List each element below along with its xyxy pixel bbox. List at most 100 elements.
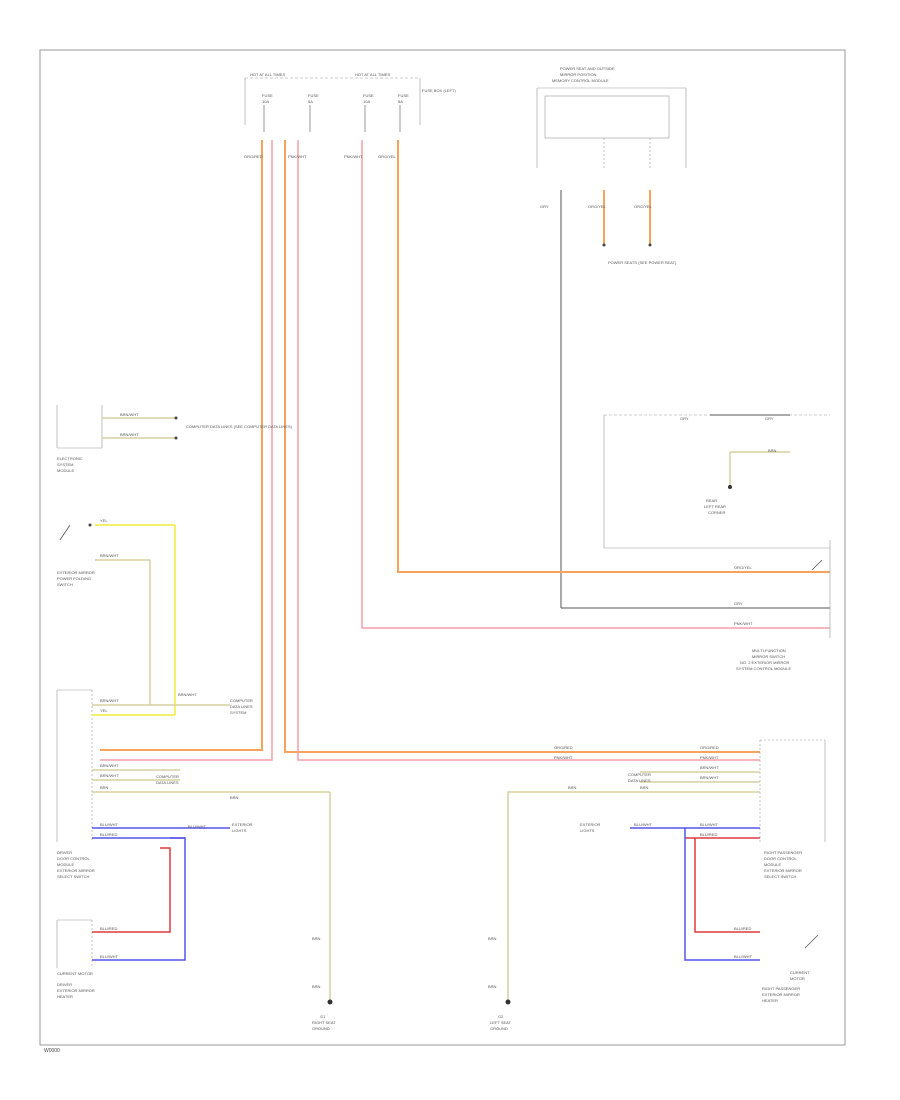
- svg-text:DOOR CONTROL: DOOR CONTROL: [57, 856, 90, 861]
- svg-text:POWER FOLDING: POWER FOLDING: [57, 576, 91, 581]
- svg-text:MULTI-FUNCTION: MULTI-FUNCTION: [752, 648, 786, 653]
- svg-text:BRN: BRN: [640, 785, 649, 790]
- svg-text:ORG/RED: ORG/RED: [700, 745, 719, 750]
- svg-text:FUSE: FUSE: [398, 93, 409, 98]
- svg-text:BRN: BRN: [488, 984, 497, 989]
- svg-text:BLU/RED: BLU/RED: [700, 832, 717, 837]
- svg-text:EXTERIOR MIRROR: EXTERIOR MIRROR: [57, 988, 95, 993]
- svg-text:BRN: BRN: [568, 785, 577, 790]
- electronic-note: COMPUTER DATA LINES (SEE COMPUTER DATA L…: [186, 424, 293, 429]
- svg-text:GROUND: GROUND: [490, 1026, 508, 1031]
- diagram-frame: [39, 49, 846, 1046]
- svg-text:ORG/YEL: ORG/YEL: [734, 565, 753, 570]
- svg-text:BLU/WHT: BLU/WHT: [100, 954, 119, 959]
- svg-text:BRN: BRN: [488, 936, 497, 941]
- svg-text:CURRENT: CURRENT: [57, 971, 77, 976]
- svg-text:LEFT SEAT: LEFT SEAT: [490, 1020, 512, 1025]
- svg-text:BLU/RED: BLU/RED: [100, 926, 117, 931]
- svg-text:RIGHT PASSENGER: RIGHT PASSENGER: [764, 850, 802, 855]
- page-id: W0000: [44, 1048, 60, 1054]
- svg-text:BRN/WHT: BRN/WHT: [100, 773, 119, 778]
- svg-text:EXTERIOR MIRROR: EXTERIOR MIRROR: [762, 992, 800, 997]
- svg-text:BRN/WHT: BRN/WHT: [700, 765, 719, 770]
- svg-text:COMPUTER: COMPUTER: [230, 698, 253, 703]
- svg-text:BRN: BRN: [768, 448, 777, 453]
- svg-text:BRN/WHT: BRN/WHT: [100, 763, 119, 768]
- svg-text:CURRENT: CURRENT: [790, 970, 810, 975]
- svg-text:MIRROR POSITION: MIRROR POSITION: [560, 72, 597, 77]
- svg-text:BRN: BRN: [312, 984, 321, 989]
- svg-text:GROUND: GROUND: [312, 1026, 330, 1031]
- left-mirror-heater-wires: BLU/RED BLU/WHT: [92, 837, 186, 961]
- svg-text:5A: 5A: [308, 99, 313, 104]
- svg-text:BLU/RED: BLU/RED: [734, 926, 751, 931]
- svg-text:MODULE: MODULE: [57, 862, 74, 867]
- svg-text:ORG/YEL: ORG/YEL: [634, 204, 653, 209]
- svg-text:POWER SEAT AND OUTSIDE: POWER SEAT AND OUTSIDE: [560, 66, 615, 71]
- svg-text:GRY: GRY: [680, 416, 689, 421]
- svg-text:PNK/WHT: PNK/WHT: [288, 154, 307, 159]
- svg-text:BRN/WHT: BRN/WHT: [100, 698, 119, 703]
- left-door-control-module: BRN/WHT YEL BRN/WHT COMPUTER DATA LINES …: [56, 689, 333, 1005]
- memory-module-wires: GRY ORG/YEL ORG/YEL POWER SEATS (SEE POW…: [540, 190, 677, 608]
- svg-text:EXTERIOR MIRROR: EXTERIOR MIRROR: [764, 868, 802, 873]
- svg-text:DRIVER: DRIVER: [57, 982, 72, 987]
- svg-text:10A: 10A: [363, 99, 370, 104]
- svg-text:EXTERIOR MIRROR: EXTERIOR MIRROR: [57, 570, 95, 575]
- svg-text:BRN/WHT: BRN/WHT: [700, 775, 719, 780]
- svg-text:YEL: YEL: [100, 708, 108, 713]
- svg-text:BRN: BRN: [100, 785, 109, 790]
- svg-text:GRY: GRY: [540, 204, 549, 209]
- svg-text:EXTERIOR MIRROR: EXTERIOR MIRROR: [57, 868, 95, 873]
- svg-text:EXTERIOR: EXTERIOR: [232, 822, 253, 827]
- svg-text:GRY: GRY: [765, 416, 774, 421]
- folding-switch: YEL BRN/WHT EXTERIOR MIRROR POWER FOLDIN…: [57, 518, 176, 715]
- svg-text:BRN/WHT: BRN/WHT: [178, 692, 197, 697]
- svg-text:SWITCH: SWITCH: [57, 582, 73, 587]
- svg-text:BRN: BRN: [312, 936, 321, 941]
- svg-text:LEFT REAR: LEFT REAR: [704, 504, 726, 509]
- svg-text:BLU/RED: BLU/RED: [100, 832, 117, 837]
- svg-text:G2: G2: [498, 1014, 504, 1019]
- svg-text:YEL: YEL: [100, 518, 108, 523]
- svg-text:COMPUTER: COMPUTER: [156, 774, 179, 779]
- svg-text:RIGHT PASSENGER: RIGHT PASSENGER: [762, 986, 800, 991]
- svg-text:PNK/WHT: PNK/WHT: [734, 621, 753, 626]
- svg-text:RIGHT SEAT: RIGHT SEAT: [312, 1020, 336, 1025]
- right-mirror-heater-wires: BLU/RED BLU/WHT: [684, 828, 760, 961]
- svg-text:MEMORY CONTROL MODULE: MEMORY CONTROL MODULE: [552, 78, 609, 83]
- fuse-block-label-b: HOT AT ALL TIMES: [355, 72, 390, 77]
- svg-text:SYSTEM CONTROL MODULE: SYSTEM CONTROL MODULE: [736, 666, 792, 671]
- fuse-4: FUSE 5A: [398, 93, 409, 132]
- ground-left: BRN BRN G1 RIGHT SEAT GROUND: [312, 936, 336, 1031]
- svg-text:SELECT SWITCH: SELECT SWITCH: [764, 874, 796, 879]
- power-wires: ORG/RED PNK/WHT PNK/WHT ORG/YEL: [100, 140, 830, 761]
- right-door-control-module: ORG/RED PNK/WHT ORG/RED PNK/WHT BRN/WHT …: [505, 739, 826, 1005]
- svg-text:BRN/WHT: BRN/WHT: [120, 412, 139, 417]
- svg-text:BRN/WHT: BRN/WHT: [100, 553, 119, 558]
- svg-text:ORG/YEL: ORG/YEL: [378, 154, 397, 159]
- svg-text:BLU/WHT: BLU/WHT: [700, 822, 719, 827]
- svg-text:MODULE: MODULE: [764, 862, 781, 867]
- rear-ground-box: GRY GRY BRN REAR LEFT REAR CORNER: [603, 414, 830, 549]
- left-exterior-mirror: CURRENT MOTOR DRIVER EXTERIOR MIRROR HEA…: [56, 919, 95, 999]
- fuse-3: FUSE 10A: [363, 93, 374, 132]
- fuse-block-label-a: HOT AT ALL TIMES: [250, 72, 285, 77]
- svg-text:ORG/YEL: ORG/YEL: [588, 204, 607, 209]
- sensor-note: POWER SEATS (SEE POWER SEAT): [608, 260, 677, 265]
- svg-text:DATA LINES: DATA LINES: [156, 780, 179, 785]
- fuse-note: FUSE BOX (LEFT): [422, 88, 456, 93]
- svg-text:COMPUTER: COMPUTER: [628, 772, 651, 777]
- svg-text:PNK/WHT: PNK/WHT: [344, 154, 363, 159]
- memory-control-module: POWER SEAT AND OUTSIDE MIRROR POSITION M…: [536, 66, 687, 168]
- svg-text:10A: 10A: [262, 99, 269, 104]
- svg-text:MOTOR: MOTOR: [790, 976, 805, 981]
- svg-text:SYSTEM: SYSTEM: [57, 462, 73, 467]
- svg-text:NO. 2 EXTERIOR MIRROR: NO. 2 EXTERIOR MIRROR: [740, 660, 789, 665]
- svg-text:LIGHTS: LIGHTS: [232, 828, 247, 833]
- fuse-block: HOT AT ALL TIMES HOT AT ALL TIMES FUSE 1…: [244, 72, 456, 132]
- svg-text:ELECTRONIC: ELECTRONIC: [57, 456, 83, 461]
- svg-text:MOTOR: MOTOR: [78, 971, 93, 976]
- svg-text:ORG/RED: ORG/RED: [554, 745, 573, 750]
- svg-text:BLU/WHT: BLU/WHT: [100, 822, 119, 827]
